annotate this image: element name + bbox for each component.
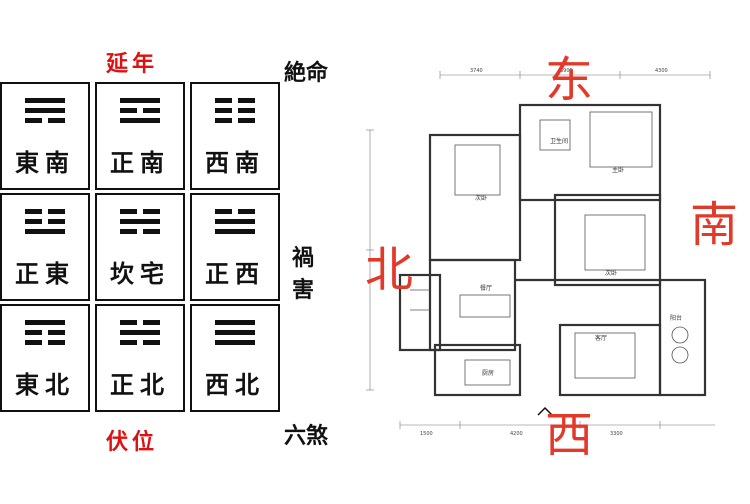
svg-text:3300: 3300 — [610, 431, 623, 437]
bagua-cell-label: 西南 — [205, 148, 265, 177]
bagua-cell: 坎宅 — [95, 193, 185, 301]
trigram-icon — [215, 209, 255, 239]
svg-text:客厅: 客厅 — [595, 334, 607, 342]
trigram-icon — [215, 320, 255, 350]
trigram-icon — [120, 320, 160, 350]
top-label: 延年 — [106, 51, 159, 77]
right-bottom-label: 六煞 — [284, 423, 329, 449]
bagua-cell-label: 西北 — [205, 370, 265, 399]
svg-text:3900: 3900 — [560, 68, 573, 74]
bagua-cell: 正東 — [0, 193, 90, 301]
handwritten-east: 东 — [545, 52, 594, 108]
svg-text:餐厅: 餐厅 — [480, 284, 492, 292]
bagua-cell: 正西 — [190, 193, 280, 301]
bagua-cell-label: 正南 — [110, 148, 170, 177]
svg-text:4300: 4300 — [655, 68, 668, 74]
bagua-cell-label: 正北 — [110, 370, 170, 399]
bagua-cell: 正南 — [95, 82, 185, 190]
trigram-icon — [25, 98, 65, 128]
svg-text:次卧: 次卧 — [605, 269, 617, 277]
bagua-cell: 西北 — [190, 304, 280, 412]
right-top-label: 絶命 — [284, 60, 329, 86]
bagua-cell-label: 正西 — [205, 259, 265, 288]
svg-text:卫生间: 卫生间 — [550, 137, 568, 145]
bagua-cell-label: 東北 — [15, 370, 75, 399]
trigram-icon — [25, 209, 65, 239]
right-mid-label-2: 害 — [292, 277, 315, 303]
bottom-label: 伏位 — [106, 429, 159, 455]
trigram-icon — [120, 209, 160, 239]
trigram-icon — [25, 320, 65, 350]
bagua-cell-label: 坎宅 — [110, 259, 170, 288]
floor-plan-drawing: 卫生间 主卧 次卧 次卧 餐厅 厨房 客厅 阳台 3740 3900 4300 … — [366, 68, 715, 437]
svg-text:3740: 3740 — [470, 68, 483, 74]
right-mid-label-1: 禍 — [292, 245, 315, 271]
bagua-cell: 正北 — [95, 304, 185, 412]
handwritten-west: 西 — [545, 407, 594, 463]
svg-text:阳台: 阳台 — [670, 314, 682, 322]
trigram-icon — [215, 98, 255, 128]
bagua-cell: 東北 — [0, 304, 90, 412]
trigram-icon — [120, 98, 160, 128]
floor-plan: 卫生间 主卧 次卧 次卧 餐厅 厨房 客厅 阳台 3740 3900 4300 … — [350, 50, 750, 500]
svg-text:1500: 1500 — [420, 431, 433, 437]
bagua-cell-label: 東南 — [15, 148, 75, 177]
svg-text:次卧: 次卧 — [475, 194, 487, 202]
svg-text:厨房: 厨房 — [482, 369, 494, 377]
bagua-cell: 西南 — [190, 82, 280, 190]
svg-text:4200: 4200 — [510, 431, 523, 437]
handwritten-north: 北 — [365, 242, 414, 298]
svg-text:主卧: 主卧 — [612, 166, 624, 174]
bagua-cell-label: 正東 — [15, 259, 75, 288]
bagua-cell: 東南 — [0, 82, 90, 190]
handwritten-south: 南 — [690, 197, 739, 253]
bagua-grid: 東南 正南 西南正東 坎宅 正西東北 正北 西北 — [0, 82, 280, 412]
